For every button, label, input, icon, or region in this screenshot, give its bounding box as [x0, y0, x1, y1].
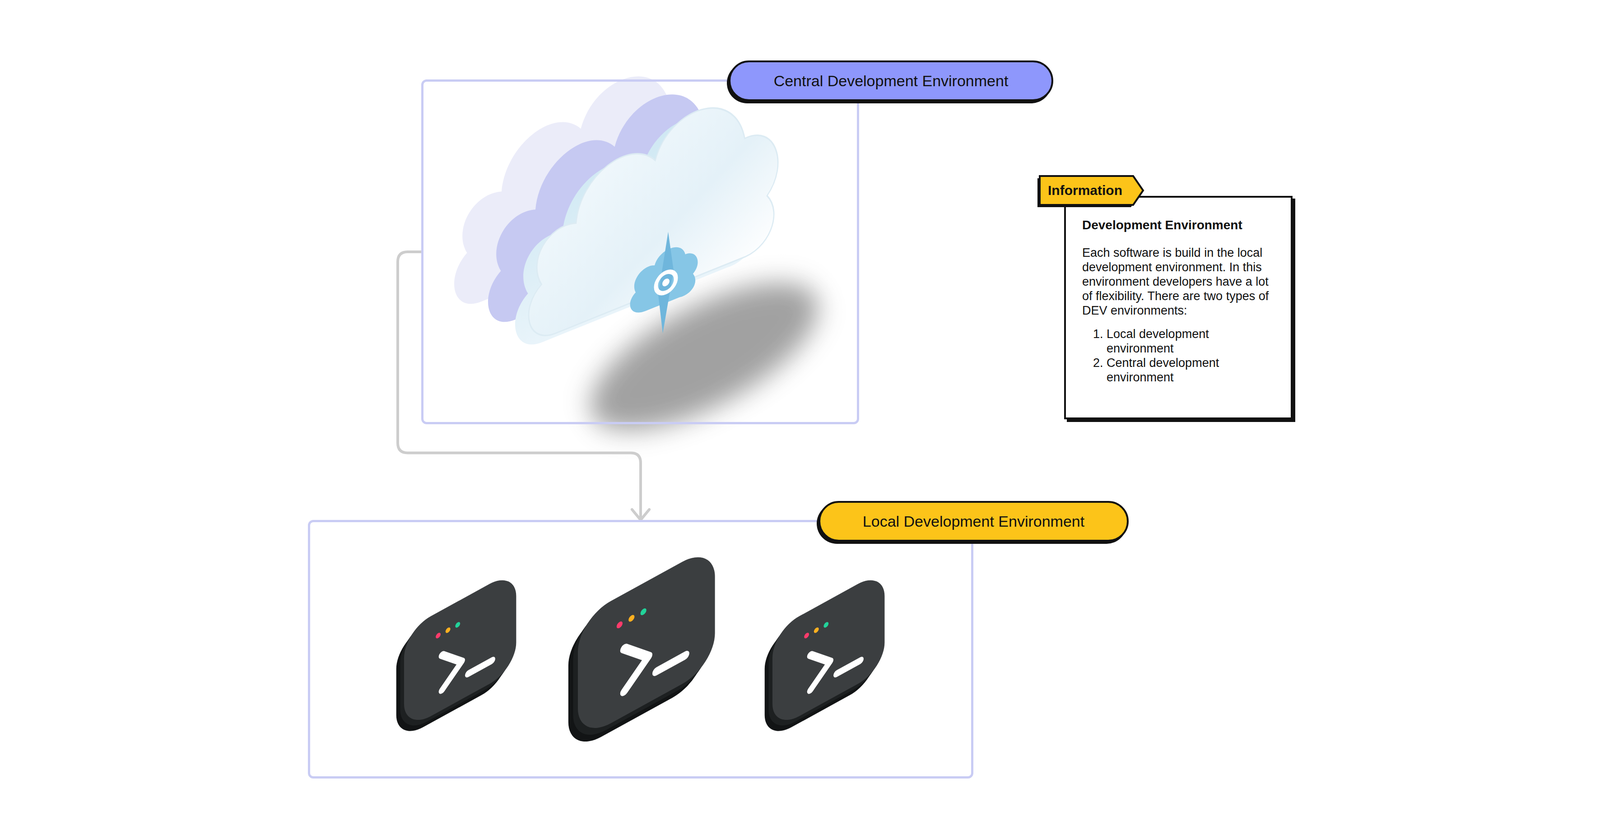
- terminal-icons: [396, 544, 885, 756]
- info-title: Development Environment: [1082, 217, 1278, 233]
- environment-region: Central Development Environment: [421, 79, 860, 425]
- tag-text: Information: [1047, 182, 1123, 198]
- list-item: 2. Central development environment: [1087, 355, 1278, 385]
- arrow-head: [632, 509, 650, 521]
- terminal-icon: [396, 569, 517, 743]
- cloud-illustration: [454, 46, 840, 461]
- region-tag: Local Development Environment: [818, 501, 1129, 542]
- info-box: InformationDevelopment EnvironmentEach s…: [1064, 195, 1293, 420]
- info-tag: Information: [1039, 176, 1144, 205]
- connector: [397, 251, 650, 521]
- info-body: Each software is build in the local deve…: [1082, 245, 1278, 318]
- terminal-icon: [568, 544, 716, 756]
- environment-region: Local Development Environment: [307, 520, 974, 779]
- connector-line: [397, 251, 641, 521]
- list-item: 1. Local development environment: [1087, 326, 1278, 356]
- region-tag: Central Development Environment: [728, 60, 1054, 102]
- terminal-icon: [764, 569, 885, 743]
